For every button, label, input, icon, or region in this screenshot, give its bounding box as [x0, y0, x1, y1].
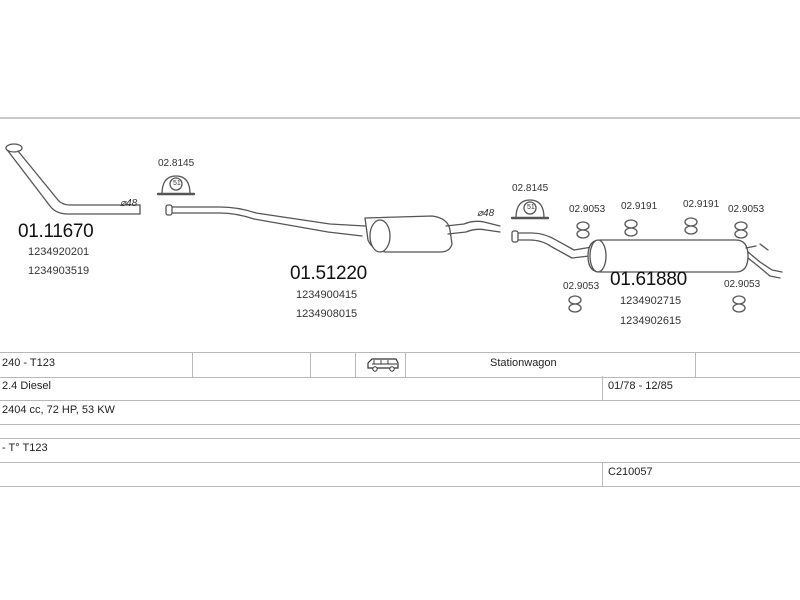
front-pipe-ref-1: 1234920201	[28, 246, 90, 258]
mount-number-4[interactable]: 02.9053	[728, 204, 765, 215]
mount-drawing-5	[568, 295, 582, 313]
exhaust-diagram	[5, 143, 783, 313]
front-pipe-number[interactable]: 01.11670	[18, 221, 94, 242]
rear-silencer-number[interactable]: 01.61880	[610, 269, 687, 290]
middle-silencer-ref-2: 1234908015	[296, 308, 358, 320]
vehicle-type: - T° T123	[2, 442, 48, 454]
rear-silencer-ref-2: 1234902615	[620, 315, 682, 327]
frame-top-line	[0, 117, 800, 119]
mount-number-6[interactable]: 02.9053	[724, 279, 761, 290]
table-row: 2.4 Diesel 01/78 - 12/85	[0, 376, 800, 401]
mount-drawing-1	[576, 221, 590, 239]
clamp-drawing-1	[156, 175, 196, 196]
table-row: C210057	[0, 462, 800, 487]
clamp-number-1[interactable]: 02.8145	[158, 158, 195, 169]
front-pipe-drawing	[5, 143, 141, 215]
mount-number-1[interactable]: 02.9053	[569, 204, 606, 215]
station-wagon-icon	[367, 358, 399, 372]
vehicle-specs: 2404 cc, 72 HP, 53 KW	[2, 404, 115, 416]
table-row: 240 - T123 Stationwagon	[0, 352, 800, 378]
table-row: 2404 cc, 72 HP, 53 KW	[0, 400, 800, 425]
clamp-badge-1: 51	[173, 180, 181, 187]
front-pipe-diameter: ⌀48	[120, 198, 138, 209]
mount-number-3[interactable]: 02.9191	[683, 199, 720, 210]
front-pipe-ref-2: 1234903519	[28, 265, 90, 277]
middle-silencer-number[interactable]: 01.51220	[290, 263, 367, 284]
vehicle-code: C210057	[608, 466, 653, 478]
table-row	[0, 424, 800, 439]
rear-silencer-drawing	[511, 230, 783, 279]
mount-drawing-2	[624, 219, 638, 237]
vehicle-years: 01/78 - 12/85	[608, 380, 673, 392]
vehicle-model: 240 - T123	[2, 357, 56, 369]
clamp-number-2[interactable]: 02.8145	[512, 183, 549, 194]
mount-drawing-3	[684, 217, 698, 235]
mount-number-2[interactable]: 02.9191	[621, 201, 658, 212]
vehicle-body: Stationwagon	[490, 357, 557, 369]
mount-drawing-4	[734, 221, 748, 239]
rear-silencer-ref-1: 1234902715	[620, 295, 682, 307]
clamp-drawing-2	[510, 199, 550, 220]
mount-drawing-6	[732, 295, 746, 313]
middle-silencer-drawing	[165, 204, 501, 253]
vehicle-engine: 2.4 Diesel	[2, 380, 51, 392]
mount-number-5[interactable]: 02.9053	[563, 281, 600, 292]
body-icon-cell	[360, 353, 400, 377]
clamp-badge-2: 51	[527, 204, 535, 211]
middle-silencer-ref-1: 1234900415	[296, 289, 358, 301]
table-row: - T° T123	[0, 438, 800, 463]
middle-silencer-diameter: ⌀48	[477, 208, 495, 219]
